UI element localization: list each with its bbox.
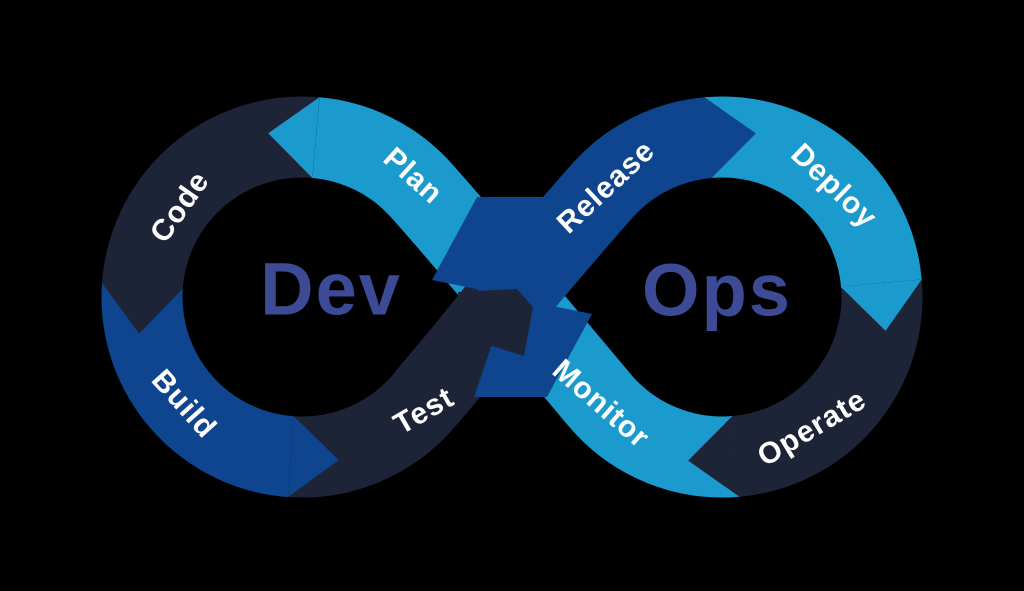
arrow-build-to-test bbox=[288, 416, 339, 497]
arrow-deploy-to-operate bbox=[840, 279, 922, 331]
arrow-plan-to-code bbox=[268, 97, 320, 178]
ops-label: Ops bbox=[642, 249, 792, 332]
crossing-fill-upper bbox=[432, 197, 550, 297]
arrow-operate-to-monitor bbox=[688, 416, 740, 497]
arrow-code-to-build bbox=[102, 283, 183, 334]
arrow-test-to-release bbox=[458, 289, 533, 356]
arrow-release-to-deploy bbox=[704, 97, 756, 178]
dev-label: Dev bbox=[260, 248, 402, 331]
